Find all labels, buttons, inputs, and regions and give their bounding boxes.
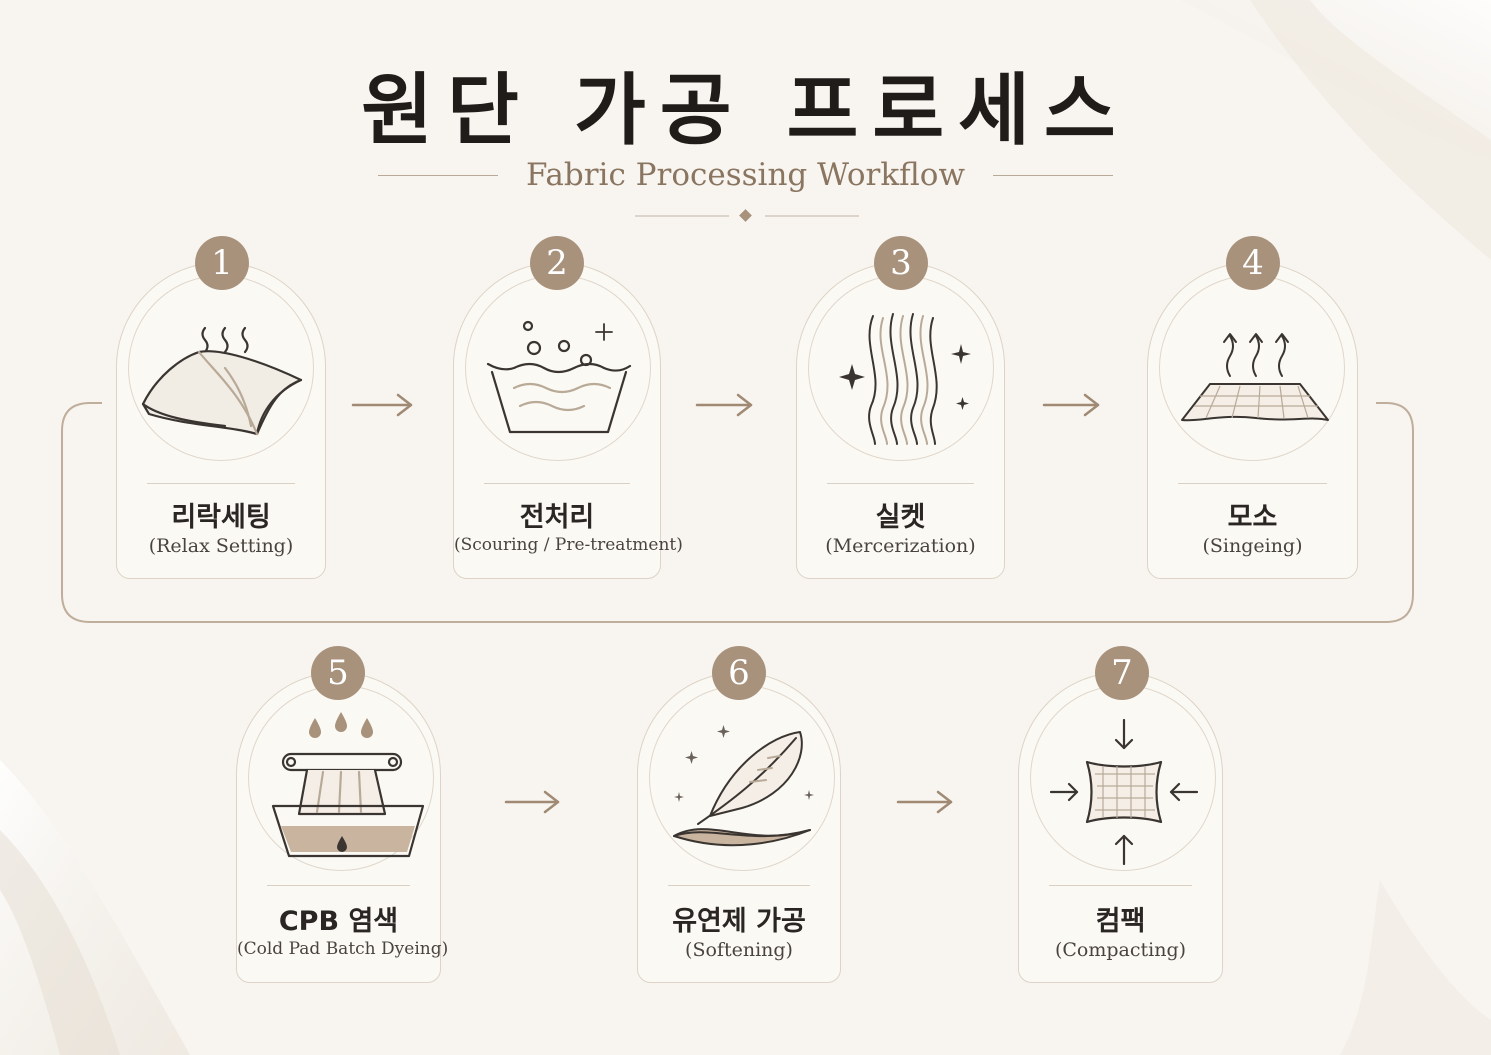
step-icon-frame xyxy=(1030,685,1216,871)
step-card-7: 컴팩 (Compacting) xyxy=(1018,672,1223,983)
step-name: 모소 xyxy=(1227,502,1278,533)
step-badge-5: 5 xyxy=(311,646,365,700)
washing-basin-bubbles-icon xyxy=(486,320,632,434)
step-icon-frame xyxy=(649,685,835,871)
step-icon-frame xyxy=(248,685,434,871)
arrow-6-7 xyxy=(896,790,953,814)
step-badge-6: 6 xyxy=(712,646,766,700)
step-card-6: 유연제 가공 (Softening) xyxy=(637,672,841,983)
feather-soft-fabric-icon xyxy=(673,725,814,847)
step-english: (Scouring / Pre-treatment) xyxy=(454,535,683,555)
step-english: (Cold Pad Batch Dyeing) xyxy=(237,939,449,959)
step-separator xyxy=(1178,483,1327,484)
step-english: (Relax Setting) xyxy=(148,535,294,557)
step-card-3: 실켓 (Mercerization) xyxy=(796,262,1005,579)
step-separator xyxy=(1049,885,1192,886)
step-badge-1: 1 xyxy=(195,236,249,290)
step-name: 리락세팅 xyxy=(171,502,271,533)
step-name: 컴팩 xyxy=(1095,906,1146,937)
page-subtitle: Fabric Processing Workflow xyxy=(525,157,966,193)
step-name: CPB 염색 xyxy=(278,906,399,937)
step-separator xyxy=(827,483,974,484)
step-name: 실켓 xyxy=(875,502,926,533)
step-name: 전처리 xyxy=(519,502,595,533)
singed-fabric-rising-heat-icon xyxy=(1181,333,1329,422)
step-separator xyxy=(147,483,295,484)
step-separator xyxy=(484,483,630,484)
step-badge-2: 2 xyxy=(530,236,584,290)
step-name: 유연제 가공 xyxy=(672,906,806,937)
step-separator xyxy=(267,885,410,886)
arrow-5-6 xyxy=(504,790,560,814)
compressed-fabric-arrows-icon xyxy=(1049,718,1199,866)
step-english: (Softening) xyxy=(685,939,793,961)
step-english: (Compacting) xyxy=(1054,939,1187,961)
step-separator xyxy=(668,885,810,886)
step-card-4: 모소 (Singeing) xyxy=(1147,262,1358,579)
arrow-3-4 xyxy=(1042,393,1100,417)
lustrous-fibers-sparkle-icon xyxy=(839,313,971,445)
page-title: 원단 가공 프로세스 xyxy=(361,66,1130,156)
dye-bath-roller-icon xyxy=(271,712,425,858)
step-badge-3: 3 xyxy=(874,236,928,290)
step-badge-4: 4 xyxy=(1226,236,1280,290)
step-icon-frame xyxy=(128,275,314,461)
step-english: (Mercerization) xyxy=(825,535,976,557)
subtitle-rule-left xyxy=(377,174,498,176)
step-icon-frame xyxy=(808,275,994,461)
step-icon-frame xyxy=(1159,275,1345,461)
step-card-1: 리락세팅 (Relax Setting) xyxy=(116,262,326,579)
step-english: (Singeing) xyxy=(1202,535,1303,557)
step-badge-7: 7 xyxy=(1095,646,1149,700)
step-icon-frame xyxy=(465,275,651,461)
ornament-divider xyxy=(635,209,859,222)
step-card-5: CPB 염색 (Cold Pad Batch Dyeing) xyxy=(236,672,449,983)
arrow-1-2 xyxy=(351,393,413,417)
subtitle-row: Fabric Processing Workflow xyxy=(0,155,1491,195)
subtitle-rule-right xyxy=(993,174,1114,176)
arrow-2-3 xyxy=(695,393,753,417)
step-card-2: 전처리 (Scouring / Pre-treatment) xyxy=(453,262,683,579)
relaxed-fabric-steam-icon xyxy=(141,326,303,436)
